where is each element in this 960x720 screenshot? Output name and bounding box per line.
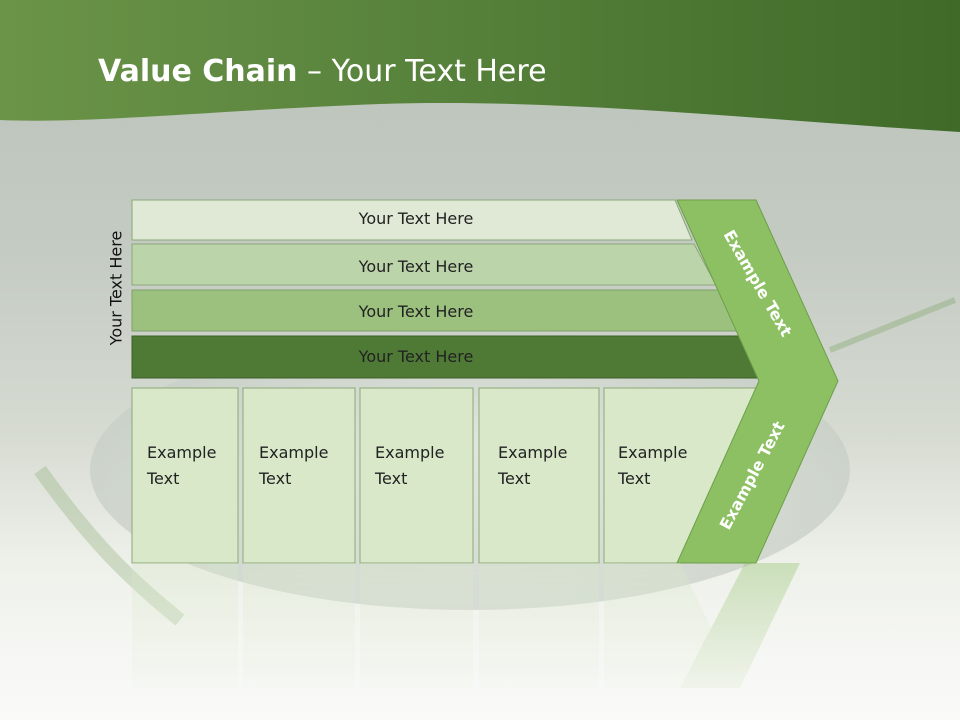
- column-3-line2: Text: [374, 469, 407, 488]
- chevron-arrow[interactable]: [676, 199, 839, 564]
- title-rest: – Your Text Here: [297, 54, 547, 89]
- header-wave: [0, 0, 960, 132]
- bar-2-label: Your Text Here: [358, 257, 474, 276]
- column-2-line2: Text: [258, 469, 291, 488]
- bar-1[interactable]: [131, 199, 693, 241]
- column-3[interactable]: [359, 387, 474, 564]
- column-2-line1: Example: [259, 443, 328, 462]
- column-3-line1: Example: [375, 443, 444, 462]
- slide-title: Value Chain – Your Text Here: [98, 54, 547, 89]
- column-2[interactable]: [242, 387, 356, 564]
- reflection-fade: [0, 565, 960, 720]
- column-1-line1: Example: [147, 443, 216, 462]
- column-1[interactable]: [131, 387, 239, 564]
- bar-4-label: Your Text Here: [358, 347, 474, 366]
- column-5-line1: Example: [618, 443, 687, 462]
- column-1-line2: Text: [146, 469, 179, 488]
- title-bold: Value Chain: [98, 54, 298, 89]
- column-5-line2: Text: [617, 469, 650, 488]
- column-4[interactable]: [478, 387, 600, 564]
- bar-1-label: Your Text Here: [358, 209, 474, 228]
- column-4-line2: Text: [497, 469, 530, 488]
- bar-3-label: Your Text Here: [358, 302, 474, 321]
- column-4-line1: Example: [498, 443, 567, 462]
- stem-shape: [828, 297, 957, 353]
